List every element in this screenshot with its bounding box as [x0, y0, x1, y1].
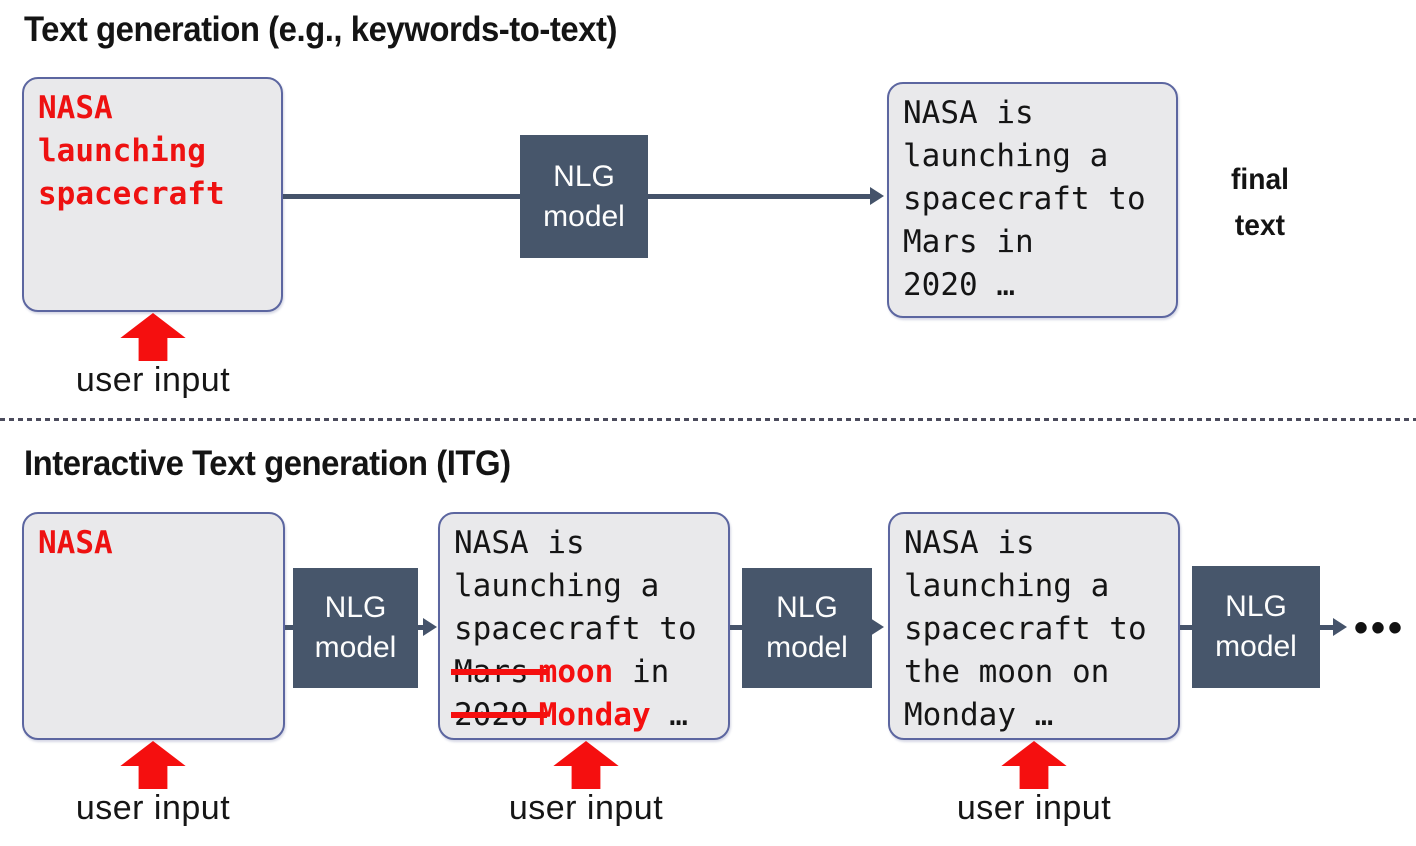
final-label-line-2: text: [1234, 209, 1286, 242]
nlg-model-box-3: NLG model: [1192, 566, 1320, 688]
draft-line-2: launching a: [454, 568, 660, 604]
output-line-4: Mars in: [903, 224, 1034, 260]
nlg-model-box-1: NLG model: [293, 568, 418, 688]
user-input-label-top: user input: [75, 361, 231, 399]
section-divider: [0, 418, 1416, 421]
nlg-model-box-2: NLG model: [742, 568, 872, 688]
user-input-arrow-icon: [120, 741, 186, 789]
draft-line-4-rest: in: [613, 654, 670, 690]
revised-line-4: the moon on: [904, 654, 1110, 690]
output-line-1: NASA is: [903, 95, 1034, 131]
nlg-label-line-2: model: [314, 631, 397, 664]
nlg-model-box-top: NLG model: [520, 135, 648, 258]
nlg-label-line-2: model: [766, 631, 848, 664]
itg-input-box: NASA: [22, 512, 285, 740]
final-text-content: NASA is launching a spacecraft to Mars i…: [889, 84, 1176, 315]
user-input-arrow-icon: [1001, 741, 1067, 789]
draft-line-1: NASA is: [454, 525, 585, 561]
connector-line: [648, 194, 870, 199]
revised-line-1: NASA is: [904, 525, 1035, 561]
output-line-3: spacecraft to: [903, 181, 1146, 217]
struck-word-2020: 2020: [454, 697, 529, 733]
user-input-label-3: user input: [956, 789, 1112, 827]
itg-input-line-1: NASA: [38, 525, 113, 561]
nlg-label-line-1: NLG: [1225, 590, 1287, 623]
connector-line: [1320, 625, 1333, 630]
final-text-label: final text: [1202, 157, 1319, 249]
continuation-ellipsis: •••: [1354, 606, 1406, 650]
connector-line: [418, 625, 423, 630]
keyword-line-2: launching: [38, 133, 206, 169]
nlg-label-line-2: model: [1215, 630, 1297, 663]
connector-line: [283, 194, 520, 199]
bottom-section-title: Interactive Text generation (ITG): [24, 444, 511, 483]
top-section-title: Text generation (e.g., keywords-to-text): [24, 10, 617, 49]
nlg-label-line-1: NLG: [553, 159, 615, 193]
struck-word-mars: Mars: [454, 654, 529, 690]
user-input-label-2: user input: [508, 789, 664, 827]
arrowhead-icon: [870, 187, 884, 205]
keyword-line-3: spacecraft: [38, 176, 225, 212]
keywords-input-box: NASA launching spacecraft: [22, 77, 283, 312]
arrowhead-icon: [1333, 618, 1347, 636]
replacement-word-moon: moon: [538, 654, 614, 690]
keywords-input-text: NASA launching spacecraft: [24, 79, 281, 224]
final-label-line-1: final: [1231, 163, 1289, 196]
connector-line: [285, 625, 293, 630]
arrowhead-icon: [870, 618, 884, 636]
keyword-line-1: NASA: [38, 90, 113, 126]
final-text-box: NASA is launching a spacecraft to Mars i…: [887, 82, 1178, 318]
revised-line-2: launching a: [904, 568, 1110, 604]
connector-line: [730, 625, 742, 630]
user-input-label-1: user input: [75, 789, 231, 827]
output-line-2: launching a: [903, 138, 1109, 174]
user-input-arrow-icon: [553, 741, 619, 789]
replacement-word-monday: Monday: [538, 697, 651, 733]
arrowhead-icon: [423, 618, 437, 636]
draft-line-3: spacecraft to: [454, 611, 697, 647]
itg-revised-text: NASA is launching a spacecraft to the mo…: [890, 514, 1178, 745]
nlg-label-line-1: NLG: [324, 591, 387, 624]
nlg-label-line-2: model: [543, 199, 625, 233]
itg-input-text: NASA: [24, 514, 283, 573]
output-line-5: 2020 …: [903, 267, 1015, 303]
draft-line-5-rest: …: [650, 697, 688, 733]
revised-line-3: spacecraft to: [904, 611, 1147, 647]
itg-revised-box: NASA is launching a spacecraft to the mo…: [888, 512, 1180, 740]
revised-line-5: Monday …: [904, 697, 1054, 733]
user-input-arrow-icon: [120, 313, 186, 361]
nlg-label-line-1: NLG: [776, 591, 838, 624]
connector-line: [1180, 625, 1192, 630]
